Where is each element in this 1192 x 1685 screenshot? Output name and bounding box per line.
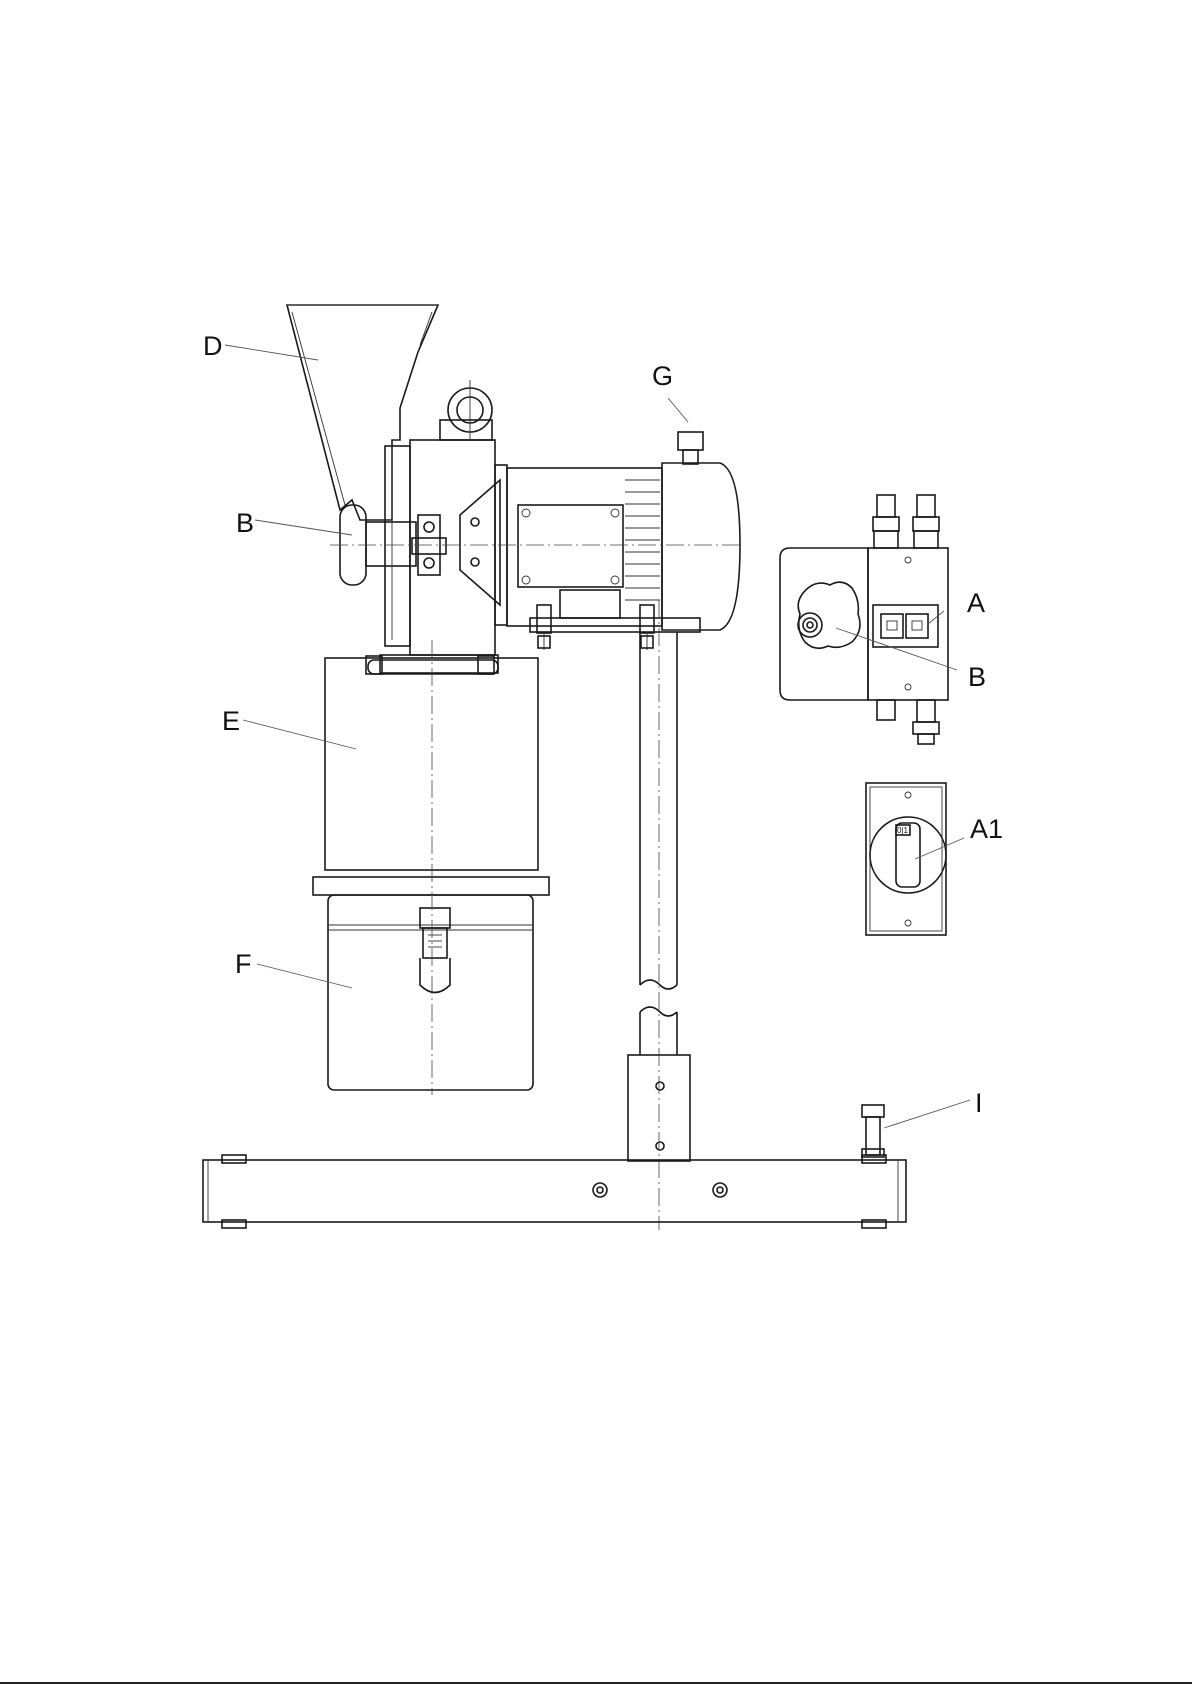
rotary-switch: 0|1 xyxy=(866,783,946,935)
switch-plate-text: 0|1 xyxy=(897,826,909,835)
label-knob: B xyxy=(968,662,986,692)
motor xyxy=(507,432,740,650)
leader-lines xyxy=(225,345,970,1128)
label-hopper: D xyxy=(203,331,223,361)
leveling-foot xyxy=(862,1105,884,1157)
label-motor-bolt: G xyxy=(652,361,673,391)
label-switch: A xyxy=(967,588,985,618)
page-bottom-rule xyxy=(0,1682,1192,1684)
handwheel xyxy=(340,446,416,646)
hopper xyxy=(287,305,438,520)
motor-cooling-fins xyxy=(625,480,660,600)
container-lower xyxy=(328,640,533,1095)
label-rotary-switch: A1 xyxy=(970,814,1003,844)
label-leveling-foot: I xyxy=(975,1088,983,1118)
switch-box-side-view xyxy=(780,495,948,744)
label-container-upper: E xyxy=(222,706,240,736)
grinder-housing xyxy=(380,380,507,673)
label-handwheel: B xyxy=(236,508,254,538)
label-container-lower: F xyxy=(235,949,252,979)
base xyxy=(203,1155,906,1228)
container-upper xyxy=(313,656,549,895)
column xyxy=(628,600,690,1230)
labels: D B G E F A B A1 I xyxy=(203,331,1003,1118)
